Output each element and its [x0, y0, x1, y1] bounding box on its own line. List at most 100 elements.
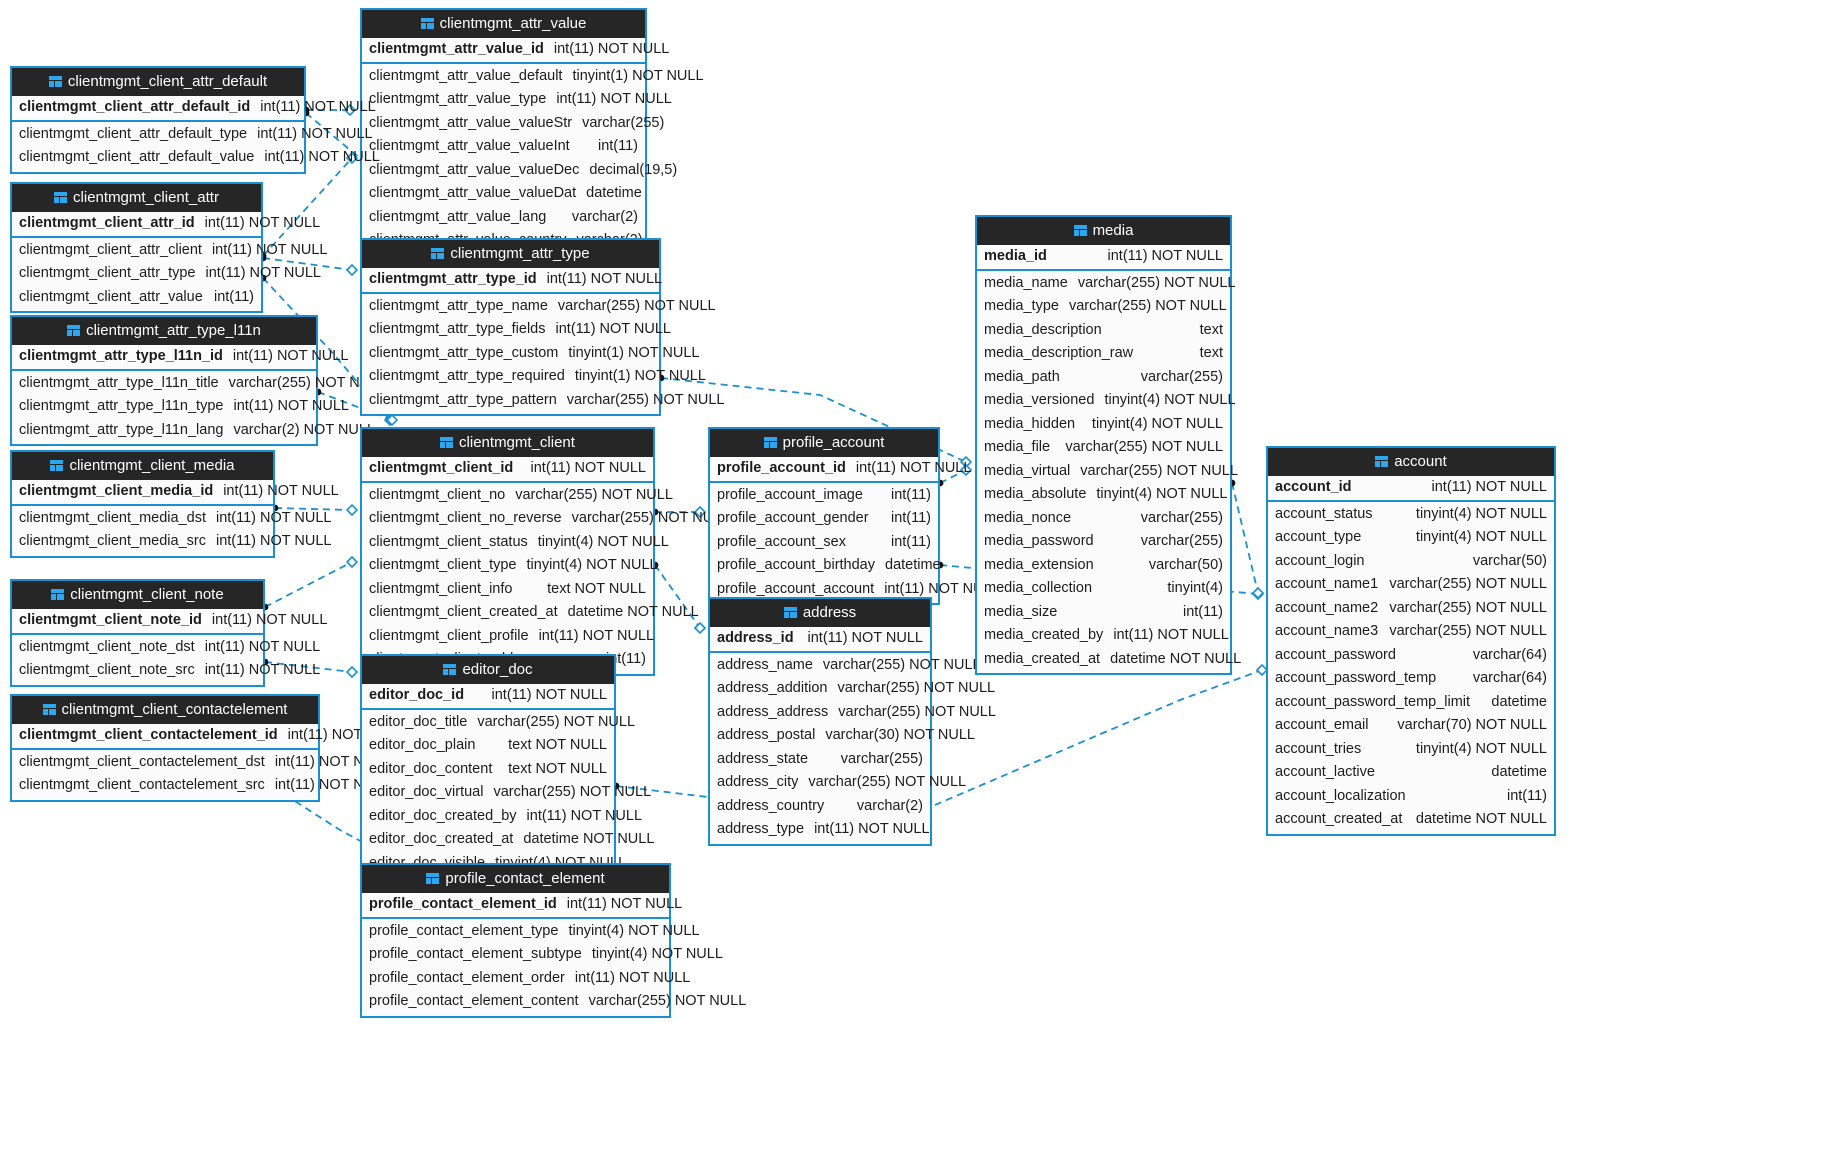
entity-title-bar[interactable]: address [710, 599, 930, 627]
entity-title-bar[interactable]: clientmgmt_client_contactelement [12, 696, 318, 724]
entity-title-bar[interactable]: profile_contact_element [362, 865, 669, 893]
entity-table-clientmgmt_client_contactelement[interactable]: clientmgmt_client_contactelement clientmg… [10, 694, 403, 802]
entity-title-bar[interactable]: profile_account [710, 429, 938, 457]
entity-title-bar[interactable]: clientmgmt_client_attr_default [12, 68, 304, 96]
entity-title-bar[interactable]: clientmgmt_client_note [12, 581, 263, 609]
entity-title-bar[interactable]: clientmgmt_attr_type [362, 240, 659, 268]
entity-title-bar[interactable]: media [977, 217, 1230, 245]
entity-title-bar[interactable]: clientmgmt_attr_type_l11n [12, 317, 316, 345]
entity-title-bar[interactable]: clientmgmt_client [362, 429, 653, 457]
entity-title-bar[interactable]: clientmgmt_client_attr [12, 184, 261, 212]
